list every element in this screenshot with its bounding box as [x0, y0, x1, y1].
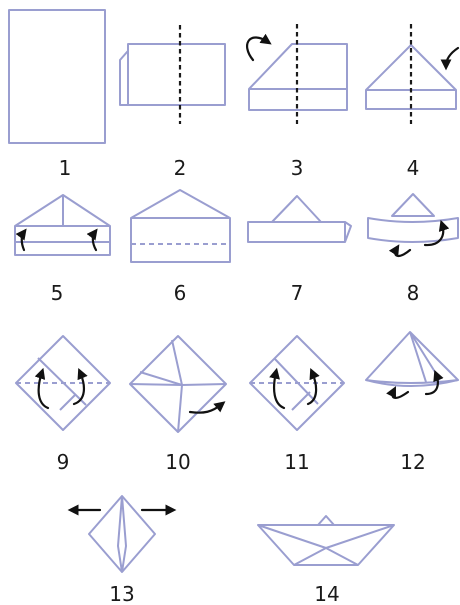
step-1-figure — [9, 10, 105, 143]
step-6-figure — [131, 190, 230, 262]
fold-arrow-icon — [393, 390, 408, 398]
step-11-label: 11 — [284, 450, 309, 474]
fold-arrow-icon — [247, 37, 268, 60]
paper-triangle — [272, 196, 321, 222]
fold-arrow-icon — [395, 248, 410, 256]
step-14-label: 14 — [314, 582, 339, 605]
paper-band — [368, 218, 458, 242]
step-5-figure — [15, 195, 110, 255]
step-9-figure — [16, 336, 110, 430]
step-1-label: 1 — [59, 156, 72, 180]
paper-folded — [128, 44, 225, 105]
step-2-figure — [120, 25, 225, 124]
step-12-figure — [366, 332, 458, 398]
step-5-label: 5 — [51, 281, 64, 305]
step-13-figure — [72, 496, 172, 572]
step-2-label: 2 — [174, 156, 187, 180]
step-7-label: 7 — [291, 281, 304, 305]
step-7-figure — [248, 196, 351, 242]
step-3-label: 3 — [291, 156, 304, 180]
paper-triangle — [392, 194, 434, 216]
step-12-label: 12 — [400, 450, 425, 474]
step-4-label: 4 — [407, 156, 420, 180]
step-11-figure — [250, 336, 344, 430]
step-14-figure — [258, 516, 394, 565]
step-10-figure — [130, 336, 226, 432]
paper-shape — [131, 190, 230, 262]
paper-sheet — [9, 10, 105, 143]
fold-arrow-icon — [446, 48, 458, 66]
step-10-label: 10 — [165, 450, 190, 474]
step-3-figure — [247, 24, 347, 124]
step-8-figure — [368, 194, 458, 256]
step-6-label: 6 — [174, 281, 187, 305]
step-13-label: 13 — [109, 582, 134, 605]
step-8-label: 8 — [407, 281, 420, 305]
paper-band — [248, 222, 345, 242]
step-4-figure — [366, 24, 458, 124]
step-9-label: 9 — [57, 450, 70, 474]
boat-top — [318, 516, 334, 525]
